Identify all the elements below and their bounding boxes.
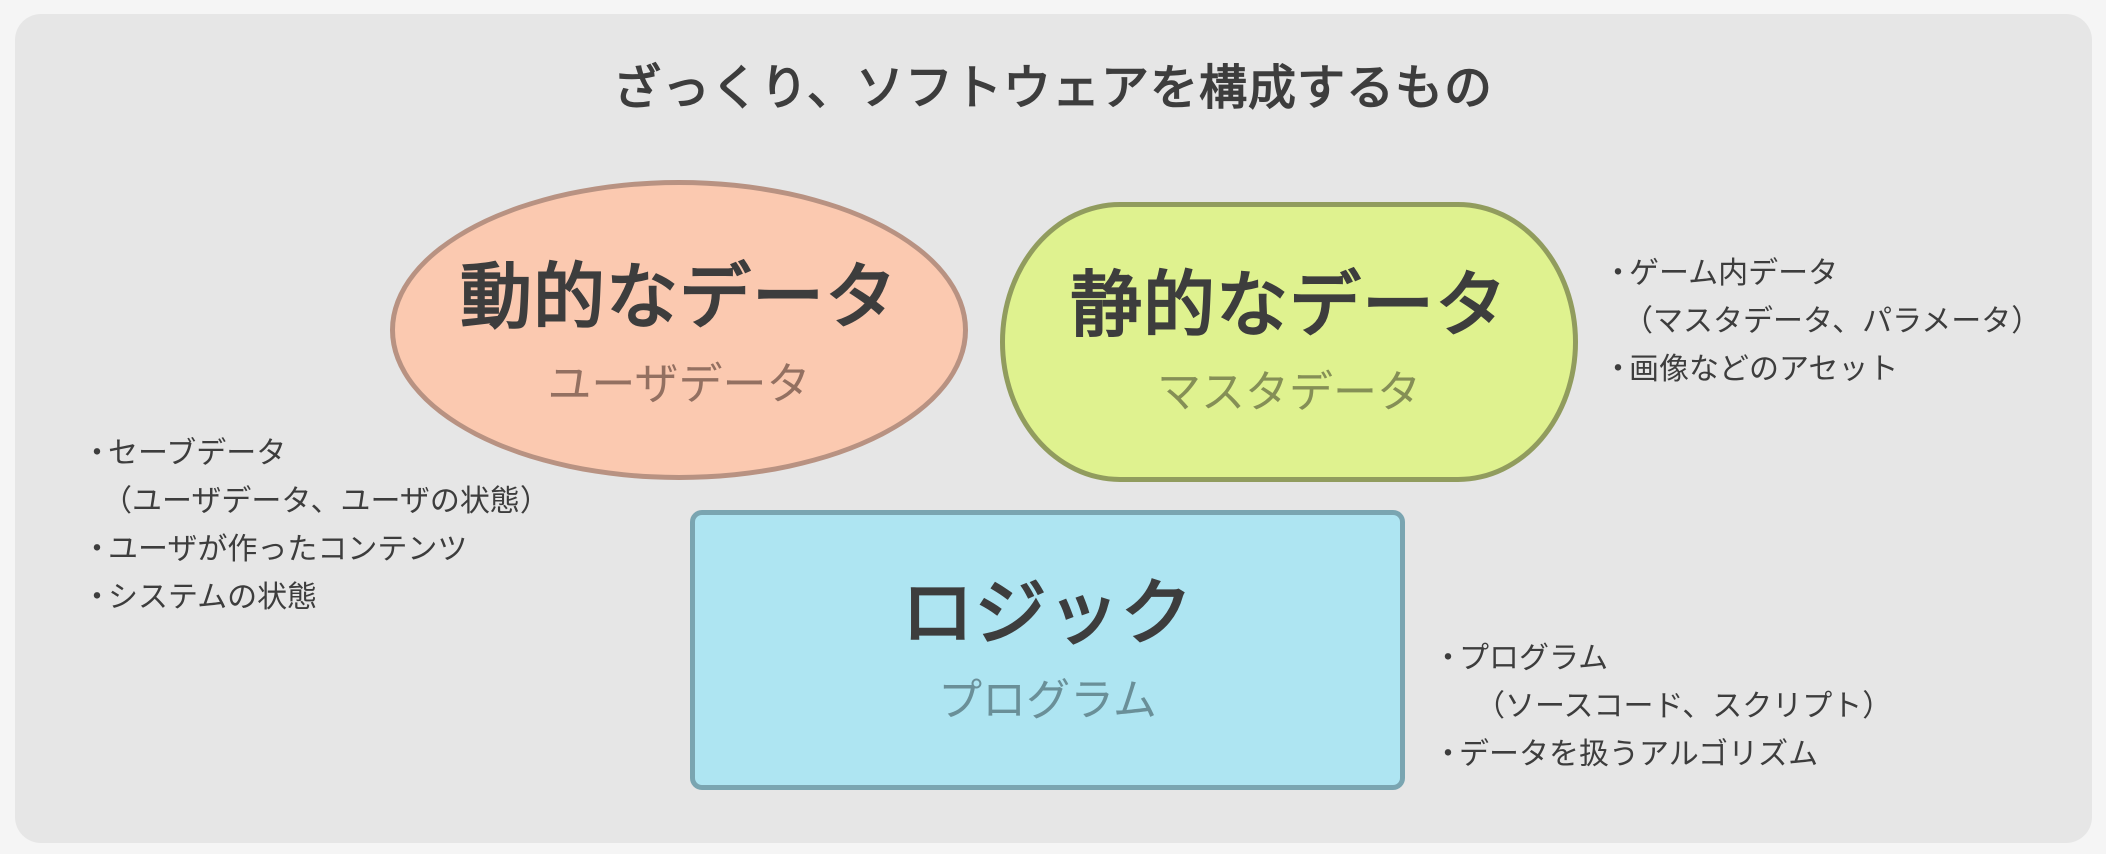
logic-notes: ・プログラム （ソースコード、スクリプト） ・データを扱うアルゴリズム: [1433, 635, 1892, 779]
bullet-icon: ・: [1603, 256, 1633, 291]
note-text: ユーザが作ったコンテンツ: [108, 532, 468, 567]
note-item: （ユーザデータ、ユーザの状態）: [82, 478, 550, 526]
note-item: ・システムの状態: [82, 574, 550, 622]
static-data-notes: ・ゲーム内データ （マスタデータ、パラメータ） ・画像などのアセット: [1603, 250, 2041, 394]
static-data-label: 静的なデータ: [1069, 263, 1508, 347]
note-item: （マスタデータ、パラメータ）: [1603, 298, 2041, 346]
note-item: ・プログラム: [1433, 635, 1892, 683]
static-data-node: 静的なデータ マスタデータ: [1000, 202, 1578, 482]
bullet-icon: ・: [1433, 737, 1463, 772]
bullet-icon: ・: [1433, 641, 1463, 676]
note-text: （ユーザデータ、ユーザの状態）: [102, 484, 550, 519]
note-item: ・画像などのアセット: [1603, 346, 2041, 394]
dynamic-data-sublabel: ユーザデータ: [547, 359, 811, 410]
note-text: セーブデータ: [108, 436, 287, 471]
logic-sublabel: プログラム: [938, 675, 1157, 726]
logic-label: ロジック: [901, 571, 1194, 655]
note-text: システムの状態: [108, 580, 318, 615]
static-data-sublabel: マスタデータ: [1157, 367, 1421, 418]
dynamic-data-label: 動的なデータ: [459, 255, 898, 339]
note-text: 画像などのアセット: [1629, 352, 1899, 387]
note-item: ・データを扱うアルゴリズム: [1433, 731, 1892, 779]
dynamic-data-notes: ・セーブデータ （ユーザデータ、ユーザの状態） ・ユーザが作ったコンテンツ ・シ…: [82, 430, 550, 622]
note-text: ゲーム内データ: [1629, 256, 1839, 291]
note-item: ・ユーザが作ったコンテンツ: [82, 526, 550, 574]
bullet-icon: ・: [82, 580, 112, 615]
note-item: ・ゲーム内データ: [1603, 250, 2041, 298]
diagram-title: ざっくり、ソフトウェアを構成するもの: [612, 60, 1494, 116]
dynamic-data-node: 動的なデータ ユーザデータ: [390, 180, 968, 480]
note-text: （ソースコード、スクリプト）: [1475, 689, 1893, 724]
bullet-icon: ・: [82, 436, 112, 471]
bullet-icon: ・: [82, 532, 112, 567]
logic-node: ロジック プログラム: [690, 510, 1405, 790]
note-text: データを扱うアルゴリズム: [1459, 737, 1819, 772]
note-text: （マスタデータ、パラメータ）: [1623, 304, 2042, 339]
note-item: （ソースコード、スクリプト）: [1433, 683, 1892, 731]
note-text: プログラム: [1459, 641, 1609, 676]
bullet-icon: ・: [1603, 352, 1633, 387]
note-item: ・セーブデータ: [82, 430, 550, 478]
